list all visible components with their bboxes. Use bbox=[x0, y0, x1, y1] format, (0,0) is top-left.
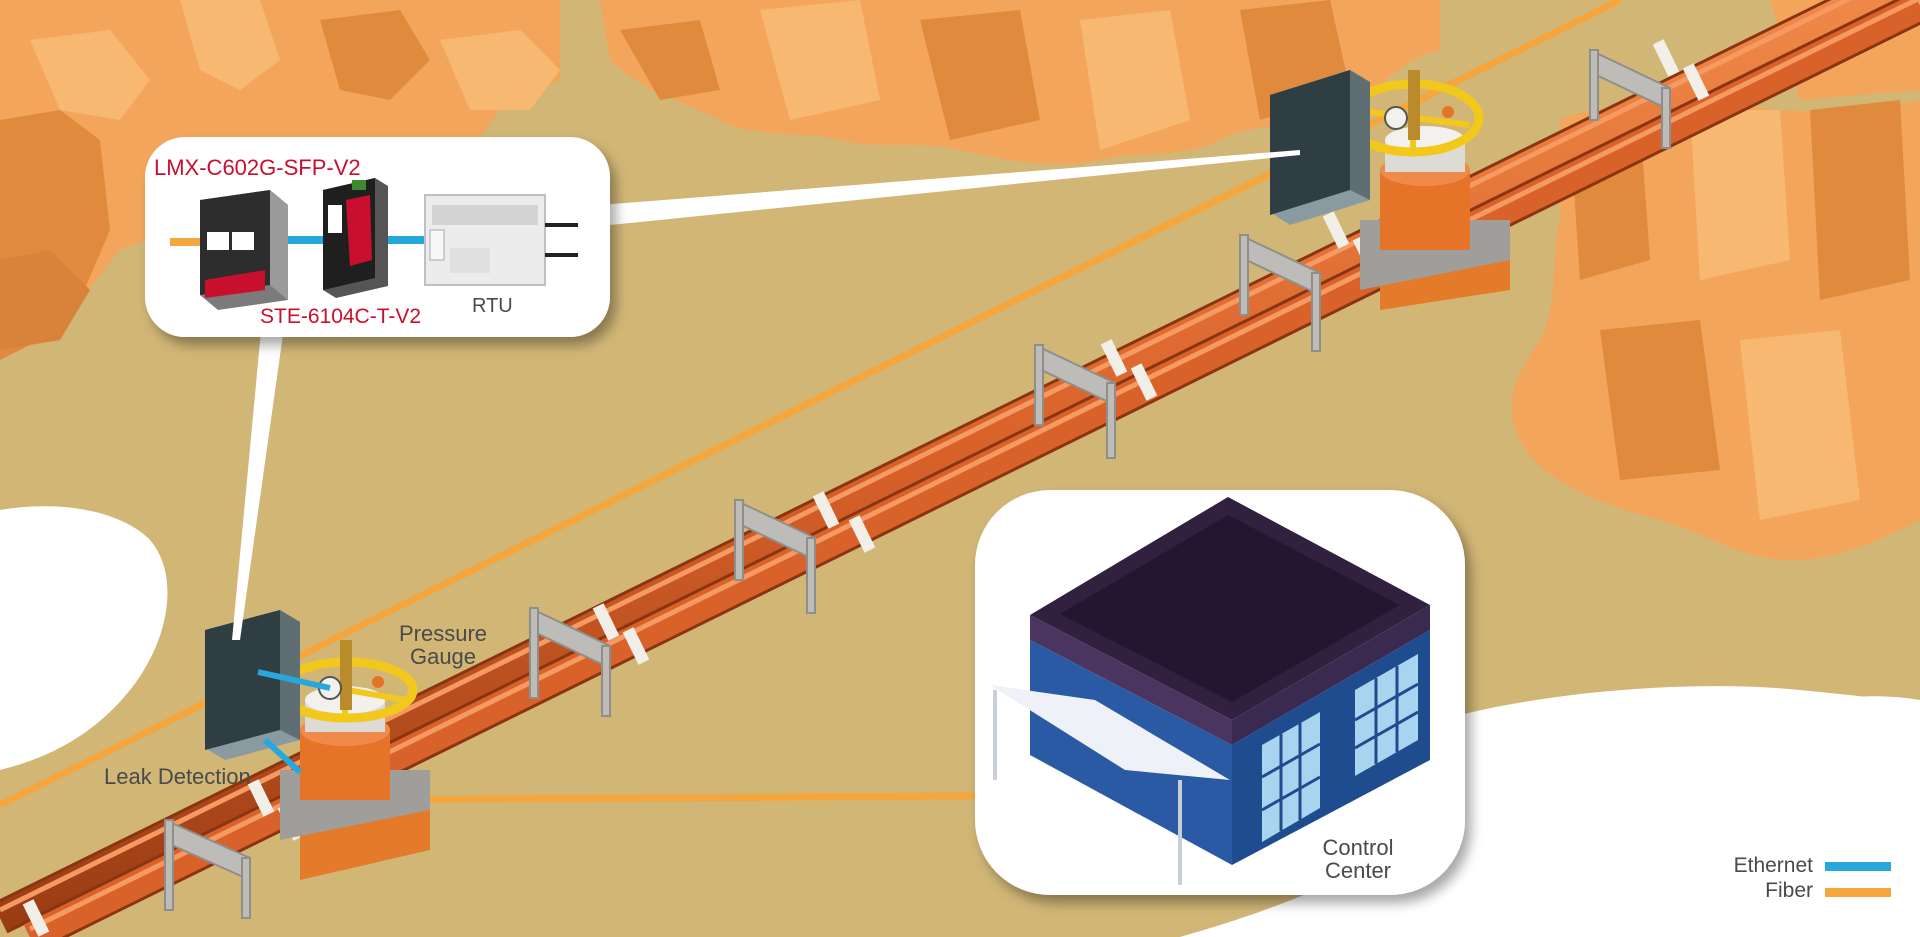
pressure-gauge-label: Pressure Gauge bbox=[393, 622, 493, 668]
switch-device bbox=[170, 190, 288, 310]
field-cabinet-near bbox=[205, 610, 300, 760]
rock-formation-top bbox=[600, 0, 1440, 165]
switch-model-label: LMX-C602G-SFP-V2 bbox=[154, 155, 361, 180]
legend-swatch-ethernet bbox=[1825, 862, 1891, 871]
ground-gap-left bbox=[0, 506, 168, 770]
control-center-label-line2: Center bbox=[1324, 858, 1392, 884]
callout-pointer-far bbox=[600, 150, 1300, 225]
control-center-building bbox=[990, 497, 1430, 885]
pipe-supports bbox=[164, 48, 1671, 919]
ethernet-cable-leak bbox=[262, 737, 303, 775]
leak-detection-label: Leak Detection bbox=[104, 764, 251, 789]
legend-swatch-fiber bbox=[1825, 888, 1891, 897]
control-center-label: Control Center bbox=[1308, 836, 1408, 882]
legend-fiber-label: Fiber bbox=[1765, 879, 1813, 902]
control-center-label-line1: Control bbox=[1322, 835, 1394, 860]
legend-ethernet-label: Ethernet bbox=[1733, 854, 1813, 877]
converter-model-label: STE-6104C-T-V2 bbox=[260, 305, 422, 328]
rock-formation-right bbox=[1511, 0, 1920, 560]
converter-device bbox=[323, 178, 388, 298]
field-cabinet-far bbox=[1270, 70, 1370, 225]
rtu-device bbox=[424, 194, 578, 286]
ethernet-cable-gauge bbox=[257, 669, 331, 691]
pressure-gauge-label-line2: Gauge bbox=[409, 644, 477, 670]
pressure-gauge-label-line1: Pressure bbox=[398, 621, 488, 646]
control-center-window-grid bbox=[1261, 666, 1419, 831]
rtu-label: RTU bbox=[472, 295, 513, 317]
callout-pointer-near bbox=[232, 320, 285, 640]
